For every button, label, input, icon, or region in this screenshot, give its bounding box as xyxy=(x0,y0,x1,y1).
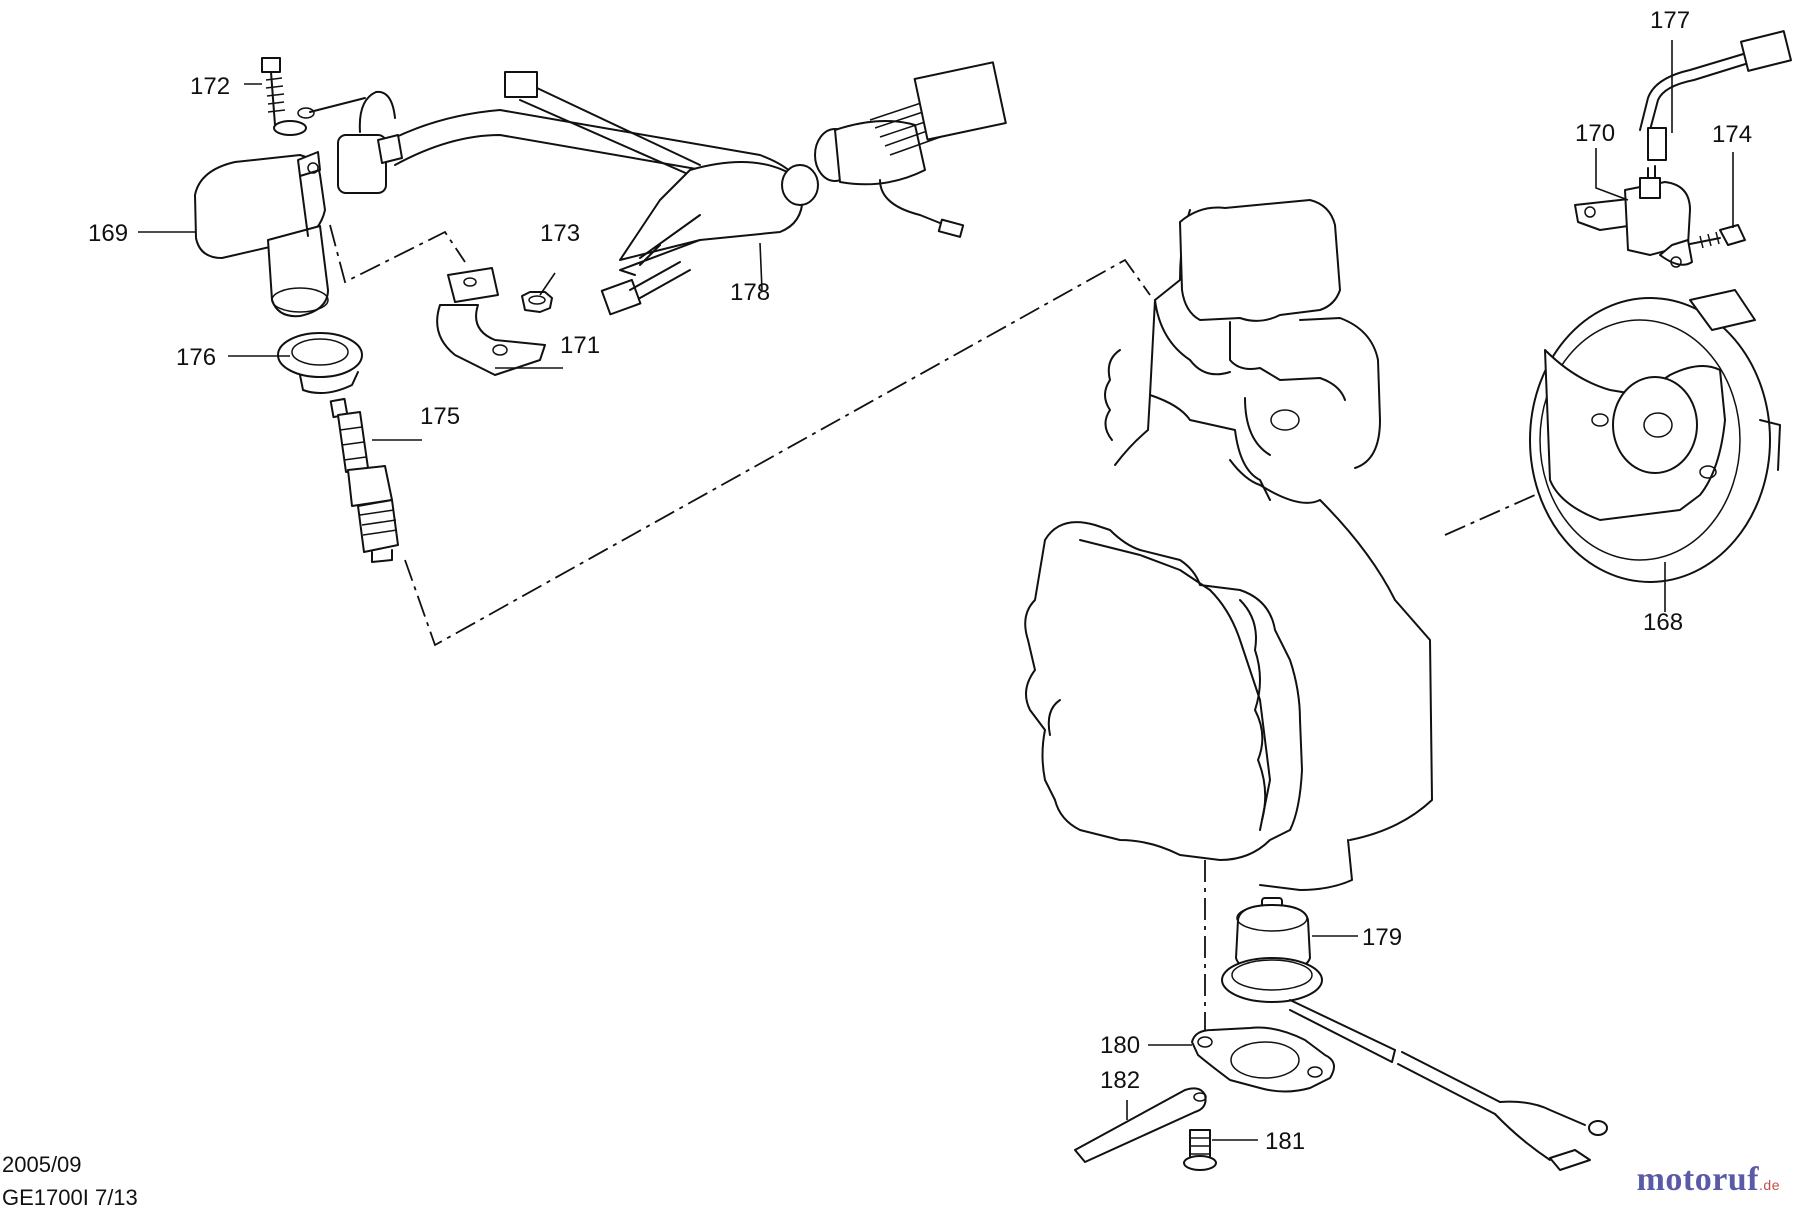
part-labels: 168 169 170 171 172 173 174 175 176 177 … xyxy=(88,7,1752,1155)
label-169: 169 xyxy=(88,220,128,247)
label-181: 181 xyxy=(1265,1128,1305,1155)
footer-model-page: GE1700I 7/13 xyxy=(2,1185,138,1210)
wire-harness-icon xyxy=(309,61,1007,316)
brand-logo: motoruf.de xyxy=(1637,1161,1780,1199)
oil-sensor-icon xyxy=(1221,897,1608,1171)
coil-bracket-icon xyxy=(436,267,546,376)
leader-lines xyxy=(138,40,1734,1141)
label-174: 174 xyxy=(1712,121,1752,148)
flywheel-icon xyxy=(1529,289,1781,583)
sensor-bracket-icon xyxy=(1574,165,1693,268)
label-176: 176 xyxy=(176,344,216,371)
label-171: 171 xyxy=(560,332,600,359)
label-179: 179 xyxy=(1362,924,1402,951)
nut-icon xyxy=(521,291,553,313)
spark-plug-icon xyxy=(329,397,399,563)
label-168: 168 xyxy=(1643,609,1683,636)
label-182: 182 xyxy=(1100,1067,1140,1094)
label-172: 172 xyxy=(190,73,230,100)
gasket-icon xyxy=(1191,1026,1335,1093)
brand-name: motoruf xyxy=(1636,1161,1760,1198)
label-178: 178 xyxy=(730,279,770,306)
engine-block-icon xyxy=(1024,199,1433,891)
seal-icon xyxy=(277,332,363,395)
label-180: 180 xyxy=(1100,1032,1140,1059)
label-177: 177 xyxy=(1650,7,1690,34)
footer-date: 2005/09 xyxy=(2,1152,82,1177)
ground-strap-icon xyxy=(1074,1087,1207,1163)
screw-174-icon xyxy=(1689,224,1746,249)
sensor-cable-icon xyxy=(1639,30,1792,161)
label-175: 175 xyxy=(420,403,460,430)
label-173: 173 xyxy=(540,220,580,247)
brand-suffix: .de xyxy=(1759,1177,1780,1193)
label-170: 170 xyxy=(1575,120,1615,147)
bolt-172-icon xyxy=(261,57,315,136)
ignition-coil-icon xyxy=(194,151,329,318)
bolt-181-icon xyxy=(1183,1129,1217,1171)
